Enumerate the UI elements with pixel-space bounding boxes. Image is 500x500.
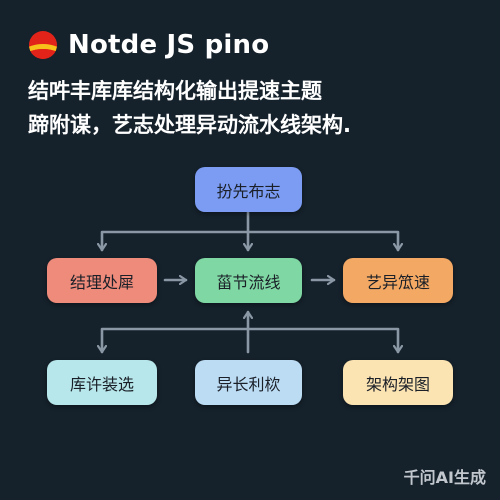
app-title: Notde JS pino: [68, 30, 270, 60]
node-bottom-right: 架构架图: [343, 360, 453, 405]
subtitle: 结吽丰库库结构化输出提速主题 蹄附谋，艺志处理异动流水线架构.: [28, 74, 478, 142]
logo-icon: [28, 30, 58, 60]
watermark: 千问AI生成: [403, 468, 486, 487]
edge-top-to-left: [102, 230, 250, 252]
node-bottom-center: 异长利栨: [195, 360, 302, 405]
subtitle-line-1: 结吽丰库库结构化输出提速主题: [28, 79, 322, 103]
node-bottom-left: 库许装选: [47, 360, 157, 405]
edge-top-to-right: [246, 230, 398, 252]
node-center: 菑节流线: [195, 258, 302, 303]
node-right: 艺异笟速: [343, 258, 453, 303]
edge-hub-to-bottom-right: [246, 327, 398, 354]
edge-hub-to-bottom-left: [102, 327, 250, 354]
subtitle-line-2: 蹄附谋，艺志处理异动流水线架构.: [28, 113, 351, 137]
header: Notde JS pino: [28, 30, 269, 60]
node-left: 结理处犀: [47, 258, 157, 303]
node-top: 扮先布志: [195, 167, 302, 212]
